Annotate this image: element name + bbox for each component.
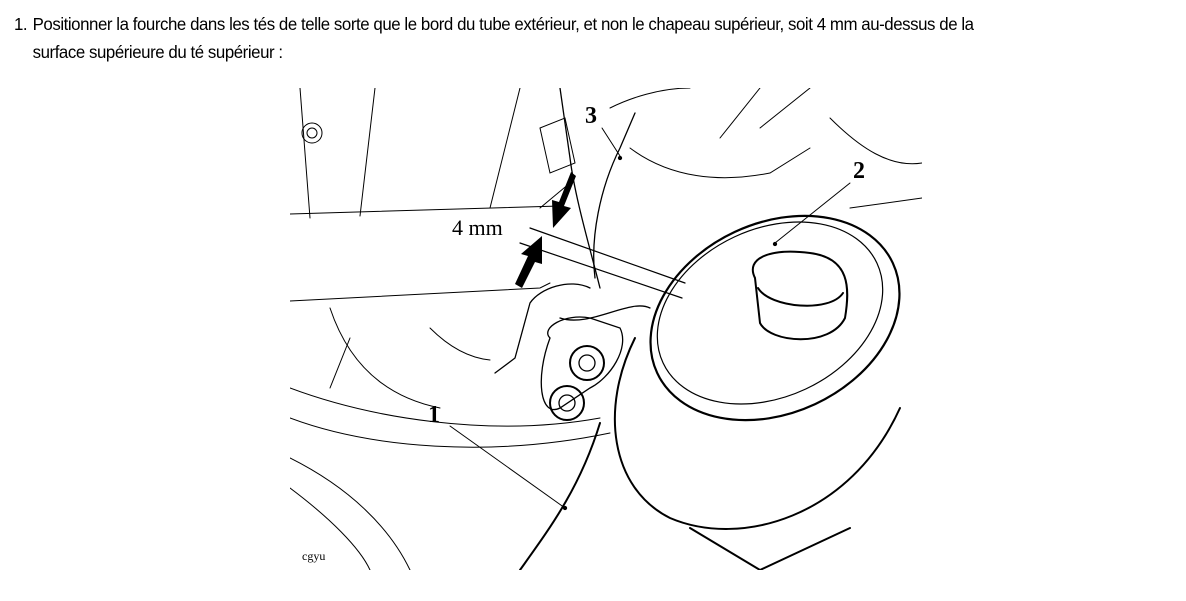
figure-code: cgyu — [302, 549, 325, 563]
callout-1: 1 — [428, 402, 440, 428]
callout-3: 3 — [585, 103, 597, 129]
leader-lines — [449, 127, 851, 509]
instruction-step: 1.Positionner la fourche dans les tés de… — [14, 10, 1151, 66]
dimension-label: 4 mm — [452, 215, 503, 240]
dimension-arrows — [515, 172, 576, 288]
fork-tube — [519, 214, 901, 571]
top-cap — [752, 250, 849, 341]
step-text-line2: surface supérieure du té supérieur : — [32, 42, 283, 62]
step-number: 1. — [14, 14, 28, 34]
step-text-line1: Positionner la fourche dans les tés de t… — [32, 14, 974, 34]
callout-2: 2 — [853, 158, 865, 184]
upper-triple-clamp — [494, 87, 651, 374]
dimension-lines — [519, 182, 686, 299]
clamp-bolts — [540, 316, 624, 421]
fork-illustration: 3 2 1 4 mm cgyu — [289, 87, 923, 571]
background-structure — [289, 87, 923, 571]
